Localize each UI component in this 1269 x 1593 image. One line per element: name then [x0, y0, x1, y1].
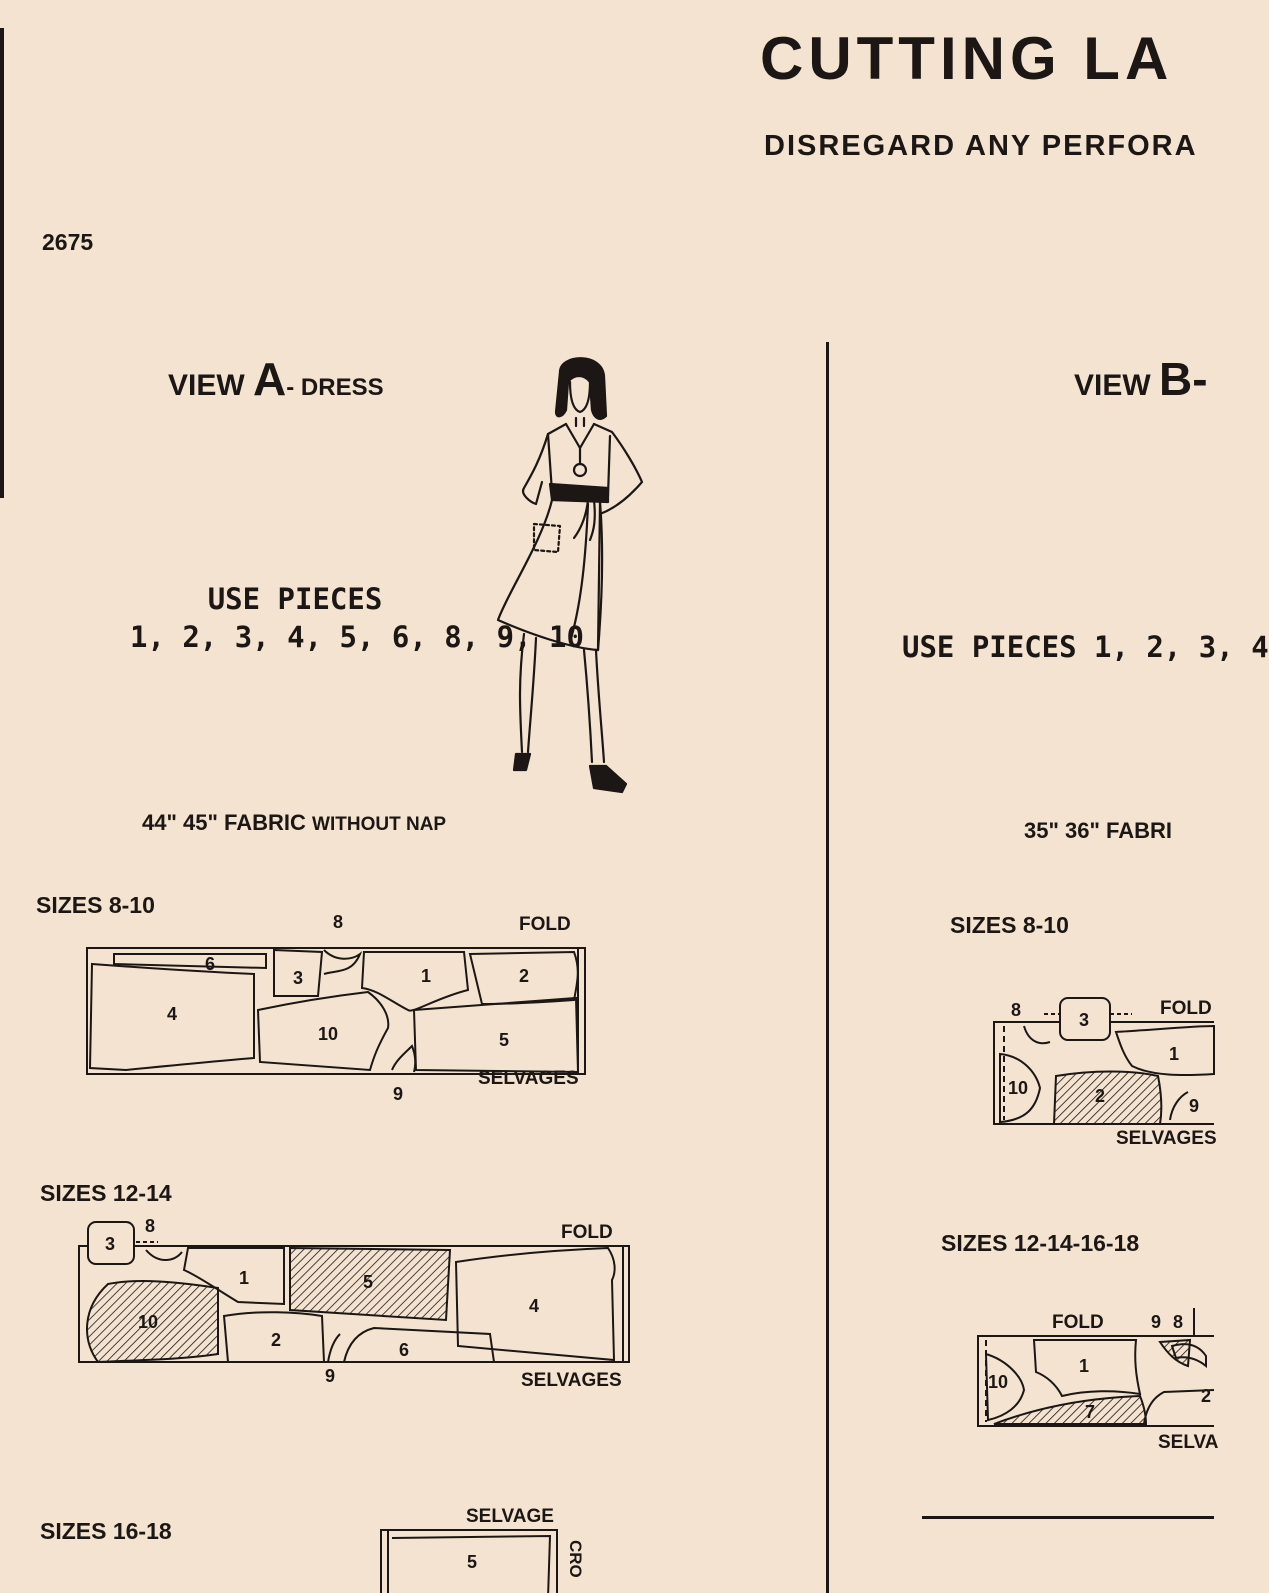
piece-label: 8: [1173, 1312, 1183, 1332]
piece-label: 9: [1189, 1096, 1199, 1116]
dress-illustration: [496, 357, 644, 794]
piece-label: 10: [318, 1024, 338, 1044]
piece-label: 8: [1011, 1000, 1021, 1020]
page-left-edge: [0, 28, 4, 498]
layout-a3-diagram: 5 CRO: [380, 1529, 585, 1593]
piece-label: 1: [239, 1268, 249, 1288]
view-letter: B-: [1159, 353, 1208, 405]
layout-b1-fold: FOLD: [1160, 998, 1212, 1019]
piece-label: 2: [1095, 1086, 1105, 1106]
piece-label: 5: [467, 1552, 477, 1572]
layout-a2-diagram: 3 8 1 5 4 10 2 6 9: [78, 1216, 630, 1386]
view-b-use-pieces: USE PIECES 1, 2, 3, 4: [902, 630, 1269, 664]
layout-a3-selvage: SELVAGE: [466, 1506, 554, 1527]
piece-label: 7: [1085, 1402, 1095, 1422]
fabric-note: WITHOUT NAP: [312, 814, 447, 835]
piece-label: 4: [529, 1296, 539, 1316]
piece-label: 1: [1169, 1044, 1179, 1064]
view-name: - DRESS: [286, 374, 384, 401]
layout-b2-diagram: 9 8 1 10 7 2: [977, 1308, 1215, 1427]
piece-label: 2: [1201, 1386, 1211, 1406]
piece-label: 1: [1079, 1356, 1089, 1376]
layout-b1-sizes: SIZES 8-10: [950, 912, 1069, 938]
piece-label: 9: [1151, 1312, 1161, 1332]
layout-a1-sizes: SIZES 8-10: [36, 892, 155, 918]
piece-label: 2: [519, 966, 529, 986]
column-divider: [826, 342, 829, 1593]
layout-a1-diagram: 8 6 3 1 2 4 10 5 9: [86, 912, 586, 1104]
view-letter: A: [253, 353, 287, 405]
layout-b2-sizes: SIZES 12-14-16-18: [941, 1230, 1140, 1256]
layout-b1-diagram: 8 3 1 10 2 9: [993, 997, 1215, 1125]
use-pieces-label: USE PIECES: [207, 582, 383, 616]
piece-label: 5: [363, 1272, 373, 1292]
crosswise-label: CRO: [566, 1540, 585, 1578]
layout-a2-sizes: SIZES 12-14: [40, 1180, 172, 1206]
piece-label: 10: [138, 1312, 158, 1332]
piece-label: 5: [499, 1030, 509, 1050]
piece-label: 8: [145, 1216, 155, 1236]
piece-label: 10: [1008, 1078, 1028, 1098]
piece-label: 9: [393, 1084, 403, 1104]
piece-label: 2: [271, 1330, 281, 1350]
piece-label: 3: [293, 968, 303, 988]
pattern-number: 2675: [42, 229, 94, 255]
page-title: CUTTING LA: [760, 25, 1174, 92]
view-word: VIEW: [1074, 369, 1151, 402]
view-a-fabric: 44" 45" FABRIC WITHOUT NAP: [142, 810, 446, 836]
piece-label: 1: [421, 966, 431, 986]
layout-b1-selvages: SELVAGES: [1116, 1128, 1217, 1149]
piece-label: 9: [325, 1366, 335, 1386]
view-b-heading: VIEW B-: [1074, 352, 1208, 406]
piece-label: 4: [167, 1004, 177, 1024]
layout-a1-fold: FOLD: [519, 914, 571, 935]
view-b-fabric: 35" 36" FABRI: [1024, 818, 1173, 843]
piece-label: 6: [205, 954, 215, 974]
fabric-width: 44" 45" FABRIC: [142, 810, 306, 835]
page-subtitle: DISREGARD ANY PERFORA: [764, 130, 1198, 162]
piece-label: 8: [333, 912, 343, 932]
piece-label: 3: [1079, 1010, 1089, 1030]
layout-b2-fold: FOLD: [1052, 1312, 1104, 1333]
layout-a2-selvages: SELVAGES: [521, 1370, 622, 1391]
section-rule: [922, 1516, 1214, 1519]
piece-label: 6: [399, 1340, 409, 1360]
layout-a3-sizes: SIZES 16-18: [40, 1518, 172, 1544]
layout-b2-selvages: SELVA: [1158, 1432, 1219, 1453]
view-a-heading: VIEW A- DRESS: [168, 352, 384, 406]
piece-label: 3: [105, 1234, 115, 1254]
pieces-list: 1, 2, 3, 4, 5, 6, 8, 9, 10: [130, 620, 584, 654]
piece-label: 10: [988, 1372, 1008, 1392]
view-a-use-pieces: USE PIECES 1, 2, 3, 4, 5, 6, 8, 9, 10: [130, 582, 584, 654]
view-word: VIEW: [168, 369, 245, 402]
layout-a2-fold: FOLD: [561, 1222, 613, 1243]
